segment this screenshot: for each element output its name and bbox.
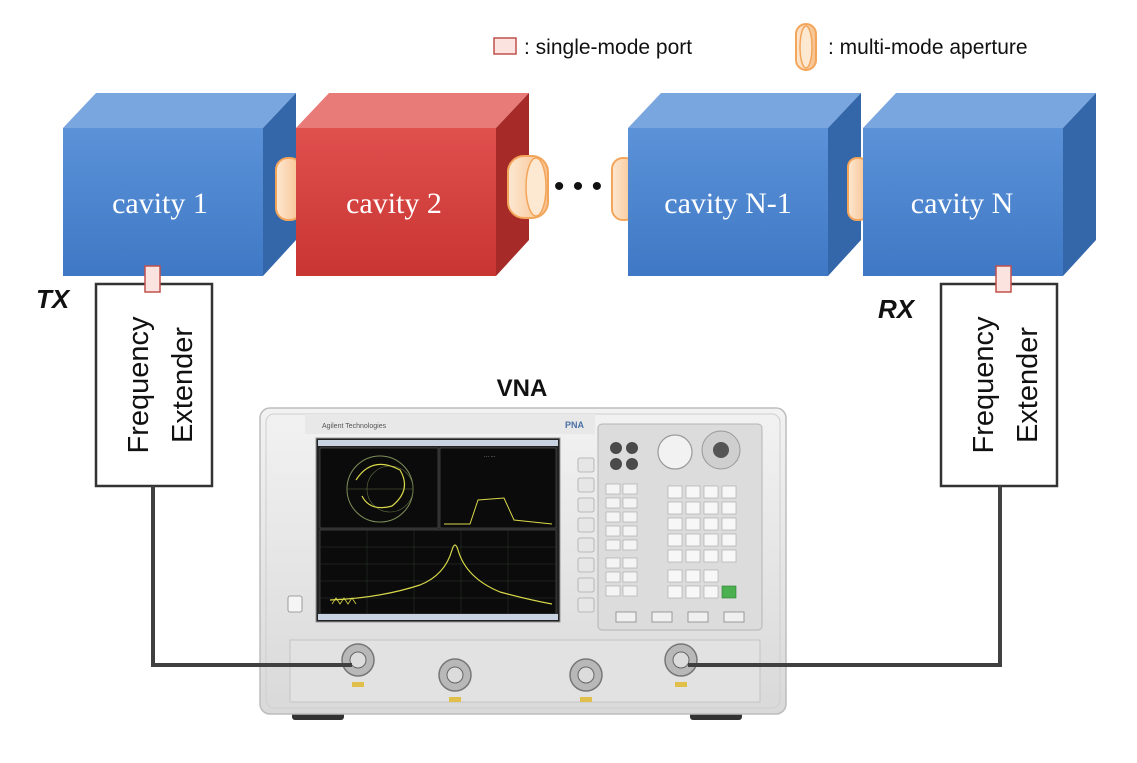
cable-rx [688, 486, 1002, 667]
extender-left-line2: Extender [167, 327, 199, 443]
extender-right-line1: Frequency [968, 316, 1000, 454]
single-mode-port-tx [144, 265, 161, 293]
cavity-2: cavity 2 [296, 93, 529, 276]
cable-tx [151, 486, 352, 667]
cavity-2-label: cavity 2 [346, 187, 442, 220]
single-mode-port-rx [995, 265, 1012, 293]
legend-aperture-swatch [795, 23, 817, 71]
legend-port-swatch [493, 37, 517, 55]
cavity-1: cavity 1 [63, 93, 296, 276]
extender-right-line2: Extender [1012, 327, 1044, 443]
vna-label: VNA [497, 375, 548, 402]
legend-port-label: : single-mode port [524, 36, 692, 59]
vna-series: PNA [565, 420, 585, 430]
legend: : single-mode port : multi-mode aperture [493, 23, 1028, 71]
cavity-1-label: cavity 1 [112, 187, 208, 220]
vna-rotary-knob [657, 434, 693, 470]
svg-text:··· ···: ··· ··· [484, 454, 496, 460]
frequency-extender-left: Frequency Extender [94, 282, 214, 488]
vna-port-2 [438, 658, 472, 702]
vna-port-4 [664, 643, 698, 687]
cavity-n-minus-1-label: cavity N-1 [664, 187, 791, 220]
vna-instrument: Agilent Technologies PNA ··· ··· [259, 407, 787, 720]
frequency-extender-right: Frequency Extender [939, 282, 1059, 488]
cavity-n-label: cavity N [911, 187, 1013, 220]
tx-label: TX [36, 284, 71, 314]
vna-brand: Agilent Technologies [322, 423, 387, 430]
legend-aperture-label: : multi-mode aperture [828, 36, 1028, 59]
rx-label: RX [878, 294, 916, 324]
extender-left-line1: Frequency [123, 316, 155, 454]
vna-port-1 [341, 643, 375, 687]
vna-port-3 [569, 658, 603, 702]
cavity-n: cavity N [863, 93, 1096, 276]
cavity-n-minus-1: cavity N-1 [628, 93, 861, 276]
ellipsis: • • • [554, 170, 602, 203]
aperture-2 [507, 155, 549, 219]
